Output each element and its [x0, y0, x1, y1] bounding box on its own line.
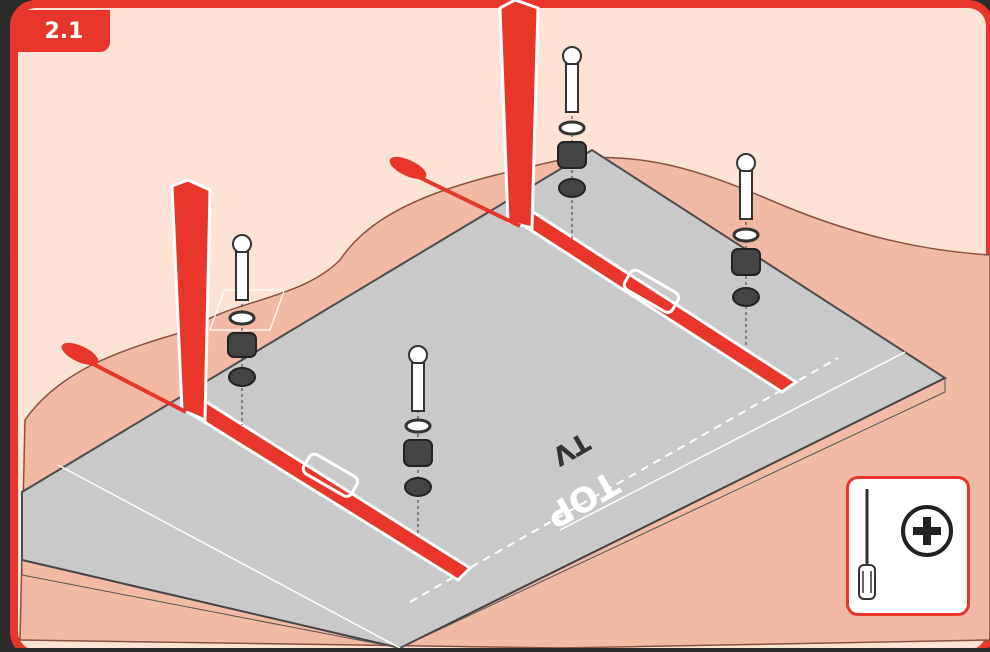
tool-callout [846, 476, 970, 616]
step-number-badge: 2.1 [18, 10, 110, 52]
screwdriver-icon [849, 479, 967, 613]
right-stand-upright [500, 0, 538, 228]
phillips-plus-icon [903, 507, 951, 555]
